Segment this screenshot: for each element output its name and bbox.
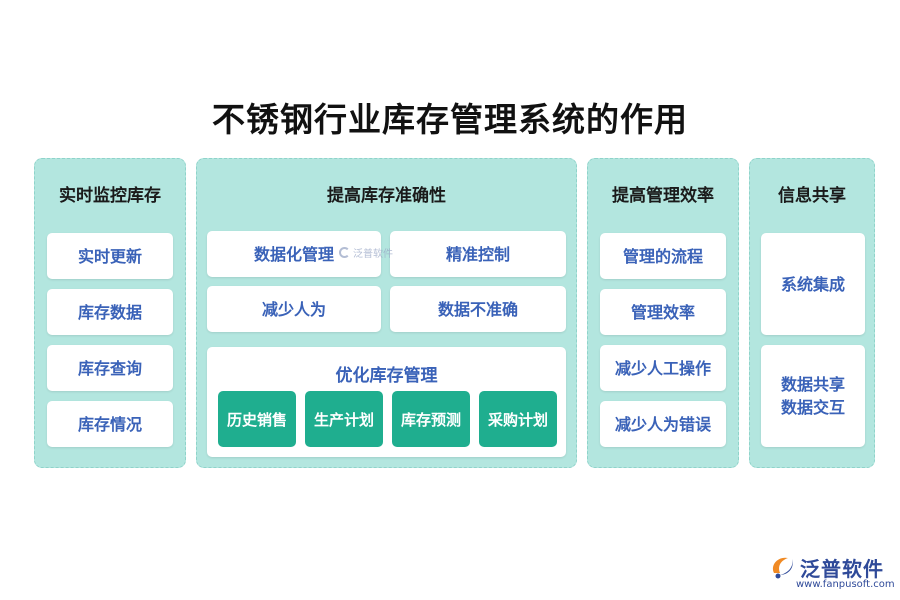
card-management-efficiency: 管理效率: [600, 289, 726, 335]
optimize-inventory-box: 优化库存管理 历史销售 生产计划 库存预测 采购计划: [207, 347, 566, 457]
card-precise-control: 精准控制: [390, 231, 566, 277]
card-production-plan: 生产计划: [305, 391, 383, 447]
panel-title: 提高库存准确性: [327, 186, 446, 206]
data-exchange-label: 数据交互: [780, 398, 845, 417]
panel-information-sharing: 信息共享 系统集成 数据共享 数据交互: [749, 158, 875, 468]
watermark: 泛普软件: [339, 245, 393, 260]
panel-title: 提高管理效率: [612, 186, 714, 206]
card-data-sharing-exchange: 数据共享 数据交互: [761, 345, 865, 447]
brand-logo: 泛普软件 www.fanpusoft.com: [768, 553, 895, 593]
diagram-title: 不锈钢行业库存管理系统的作用: [212, 100, 688, 139]
card-inventory-query: 库存查询: [47, 345, 173, 391]
panel-title: 实时监控库存: [59, 186, 161, 206]
data-sharing-label: 数据共享: [780, 375, 845, 394]
card-reduce-human: 减少人为: [207, 286, 381, 332]
card-inventory-forecast: 库存预测: [392, 391, 470, 447]
panel-realtime-monitoring: 实时监控库存 实时更新 库存数据 库存查询 库存情况: [34, 158, 186, 468]
card-inaccurate-data: 数据不准确: [390, 286, 566, 332]
optimize-inventory-title: 优化库存管理: [335, 366, 438, 386]
brand-url: www.fanpusoft.com: [796, 579, 895, 590]
panel-inventory-accuracy: 提高库存准确性 数据化管理 精准控制 减少人为 数据不准确 优化库存管理 历史销…: [196, 158, 577, 468]
card-inventory-status: 库存情况: [47, 401, 173, 447]
card-data-management: 数据化管理: [207, 231, 381, 277]
card-system-integration: 系统集成: [761, 233, 865, 335]
watermark-text: 泛普软件: [353, 249, 393, 260]
panel-title: 信息共享: [778, 186, 846, 206]
card-inventory-data: 库存数据: [47, 289, 173, 335]
card-management-process: 管理的流程: [600, 233, 726, 279]
card-reduce-human-error: 减少人为错误: [600, 401, 726, 447]
card-purchase-plan: 采购计划: [479, 391, 557, 447]
fanpu-logo-icon: [772, 557, 793, 579]
brand-name: 泛普软件: [800, 557, 884, 581]
card-realtime-update: 实时更新: [47, 233, 173, 279]
card-reduce-manual-ops: 减少人工操作: [600, 345, 726, 391]
card-sales-history: 历史销售: [218, 391, 296, 447]
watermark-logo-icon: [339, 247, 350, 258]
panel-management-efficiency: 提高管理效率 管理的流程 管理效率 减少人工操作 减少人为错误: [587, 158, 739, 468]
